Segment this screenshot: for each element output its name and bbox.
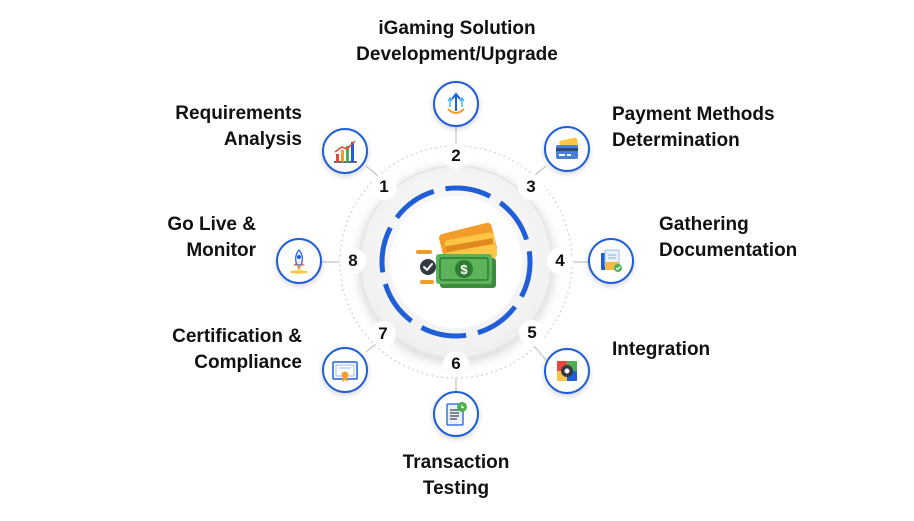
- step-badge-3: [544, 126, 590, 172]
- step-number-6: 6: [443, 351, 469, 377]
- step-number-1: 1: [371, 174, 397, 200]
- upgrade-arrows-icon: [447, 92, 465, 114]
- step-label-8: Go Live & Monitor: [167, 214, 256, 261]
- step-label-3: Payment Methods Determination: [612, 104, 775, 151]
- step-number-3: 3: [518, 174, 544, 200]
- step-label-5: Integration: [612, 339, 711, 360]
- step-badge-7: [322, 347, 368, 393]
- checklist-clock-icon: [446, 402, 467, 426]
- step-badge-6: [433, 391, 479, 437]
- rocket-icon: [290, 249, 308, 274]
- step-label-1: Requirements Analysis: [175, 103, 302, 150]
- bar-chart-icon: [334, 140, 357, 163]
- step-number-7: 7: [370, 321, 396, 347]
- money-cards-icon: $: [416, 222, 498, 288]
- documents-check-icon: [601, 249, 622, 272]
- step-badge-8: [276, 238, 322, 284]
- step-label-2: iGaming Solution Development/Upgrade: [356, 18, 558, 65]
- step-badge-5: [544, 348, 590, 394]
- svg-text:$: $: [460, 262, 468, 277]
- step-number-5: 5: [519, 320, 545, 346]
- step-badge-2: [433, 81, 479, 127]
- step-number-2: 2: [443, 143, 469, 169]
- segmented-ring: [379, 185, 533, 339]
- step-number-8: 8: [340, 248, 366, 274]
- step-label-4: Gathering Documentation: [659, 214, 798, 261]
- step-label-7: Certification & Compliance: [172, 326, 302, 373]
- puzzle-gear-icon: [557, 361, 577, 381]
- step-badge-4: [588, 238, 634, 284]
- step-number-4: 4: [547, 248, 573, 274]
- step-label-6: Transaction Testing: [402, 452, 510, 499]
- certificate-icon: [332, 361, 358, 382]
- credit-card-icon: [556, 137, 579, 159]
- step-badge-1: [322, 128, 368, 174]
